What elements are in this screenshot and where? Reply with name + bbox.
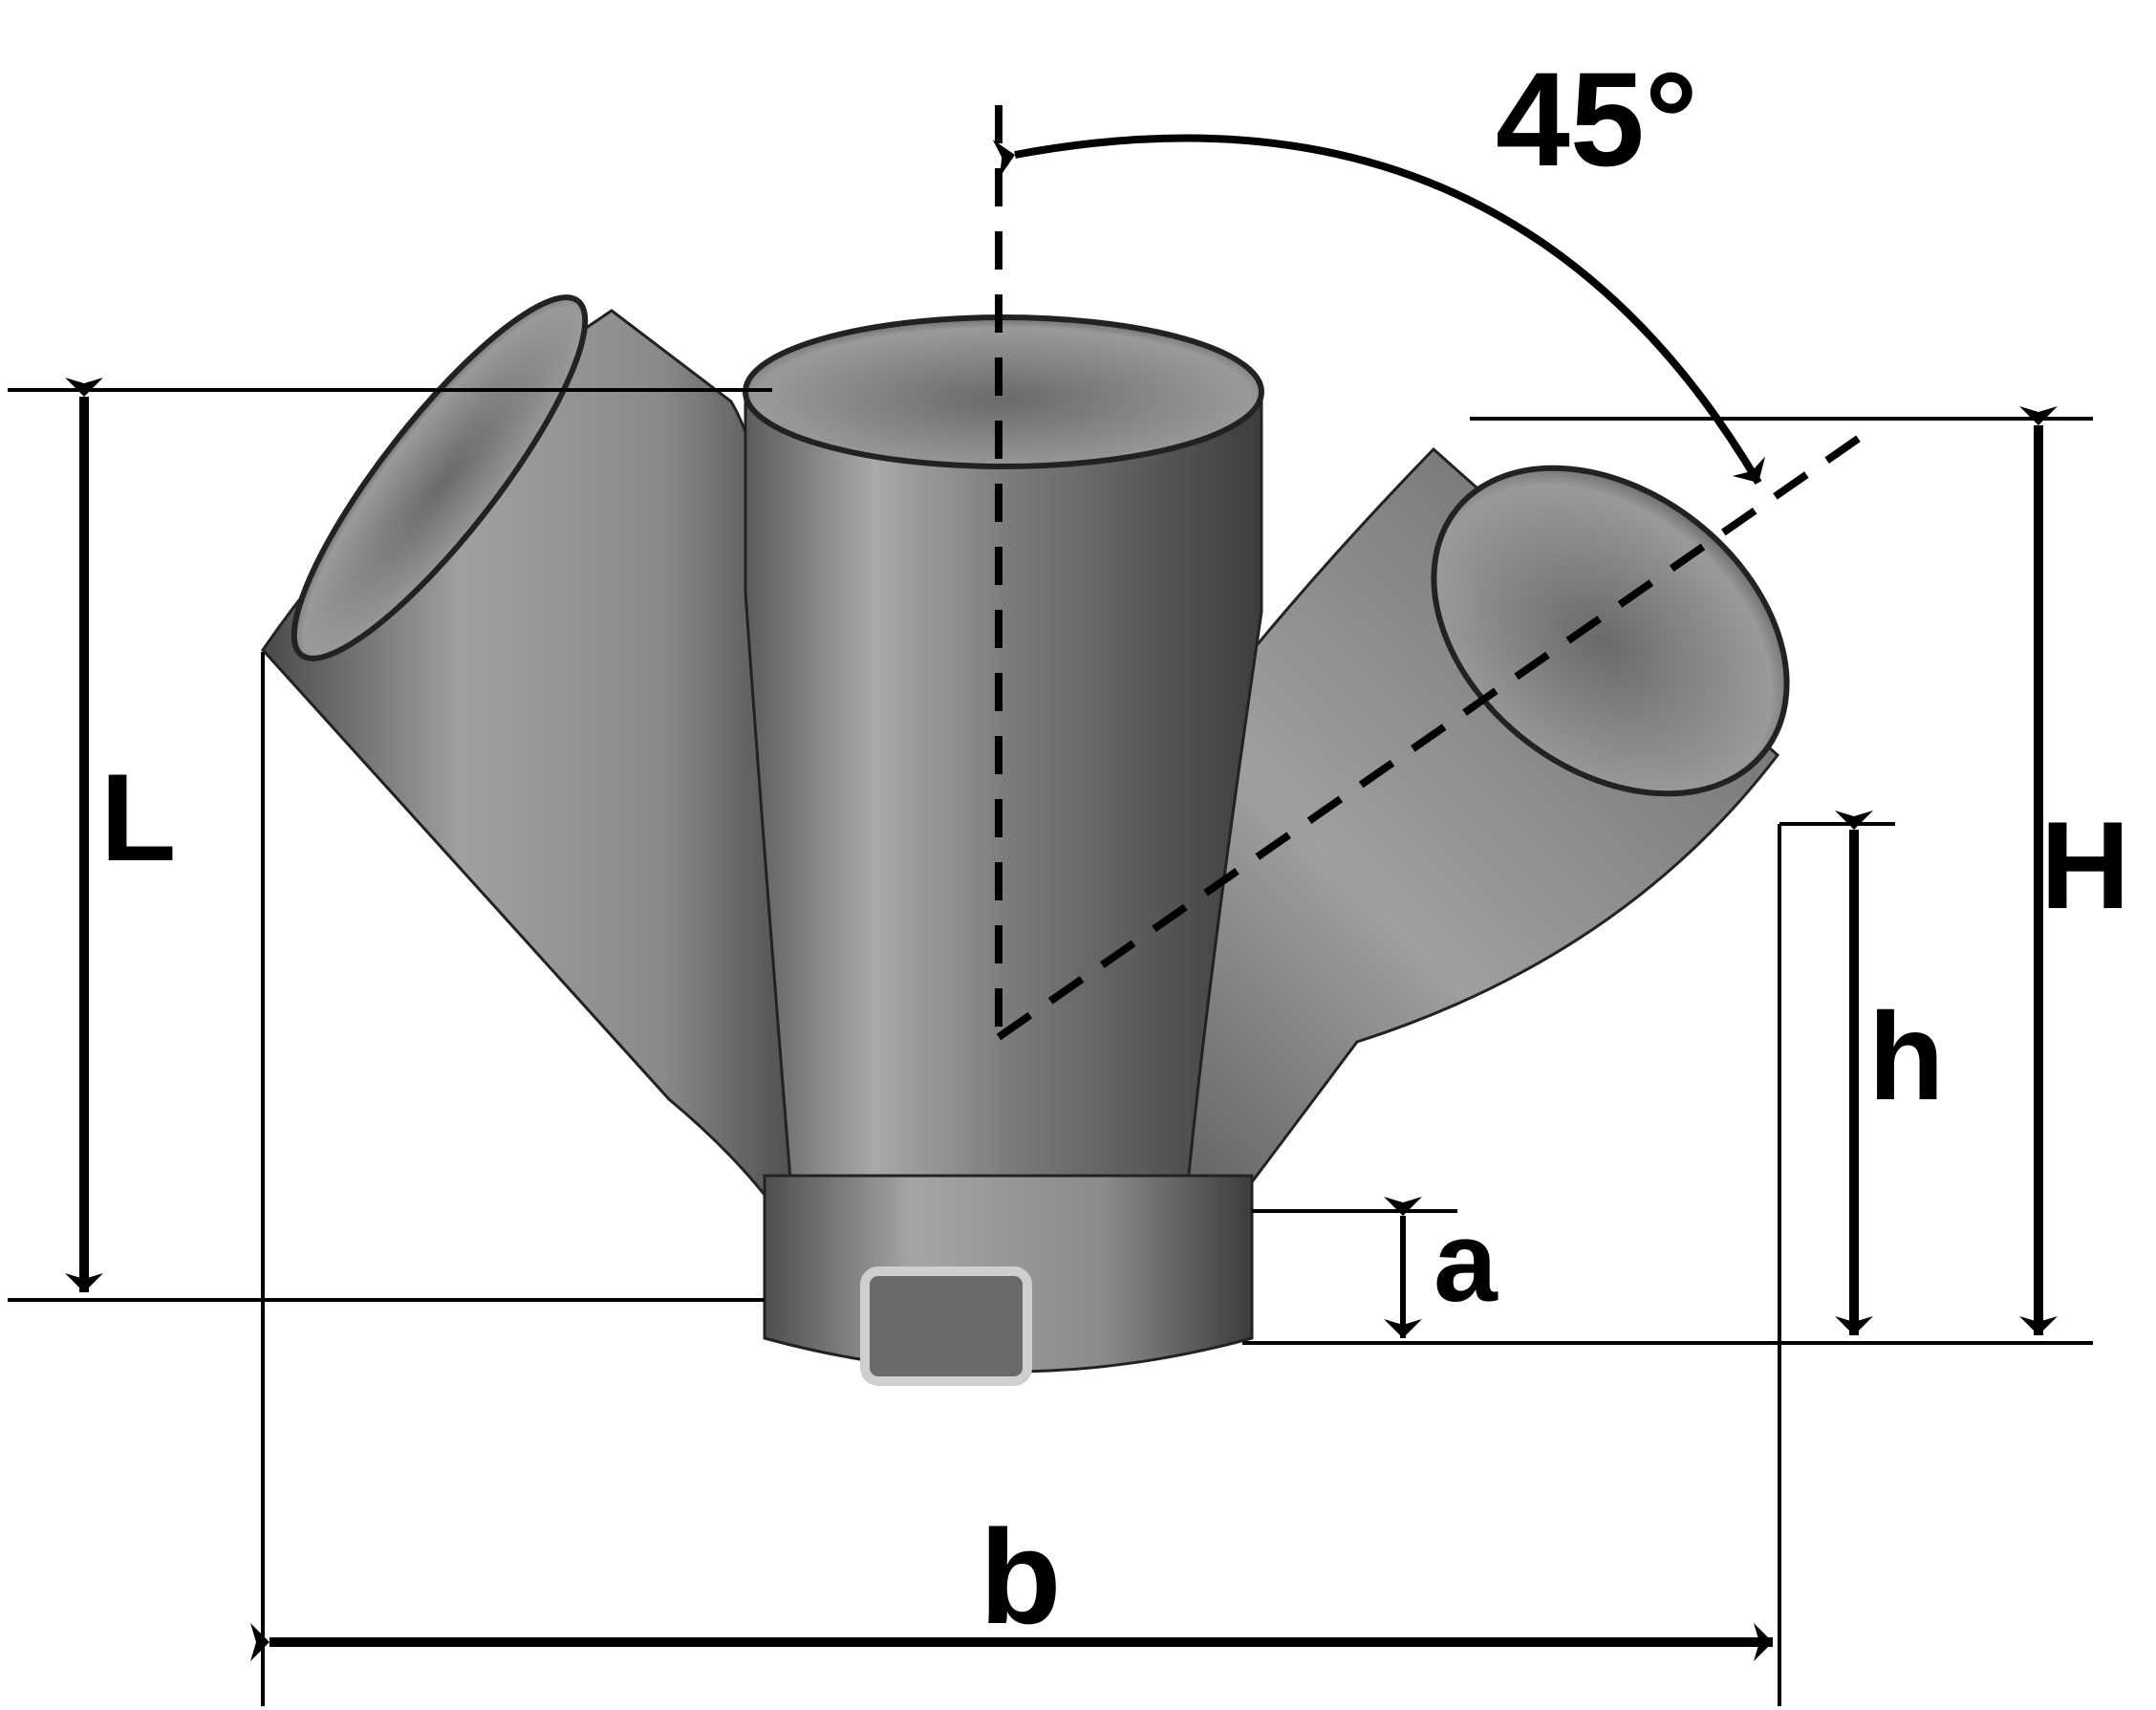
left-branch-opening: [291, 294, 589, 661]
dimension-label-L: L: [100, 747, 177, 887]
label-plate: [860, 1266, 1032, 1386]
dimension-lines: [8, 388, 2093, 1706]
vertical-branch: [744, 390, 1263, 1216]
angle-label: 45°: [1496, 44, 1698, 194]
vertical-branch-opening: [743, 314, 1264, 469]
pipe-fitting-body: [261, 294, 1790, 1386]
dimension-label-b: b: [980, 1502, 1062, 1652]
dimension-label-H: H: [2040, 795, 2130, 935]
branch-center-line: [996, 431, 1866, 1041]
dimension-arrows: [65, 378, 2058, 1661]
dimension-label-a: a: [1434, 1198, 1498, 1326]
angle-arc: [992, 134, 1766, 486]
dimension-label-h: h: [1868, 986, 1945, 1126]
